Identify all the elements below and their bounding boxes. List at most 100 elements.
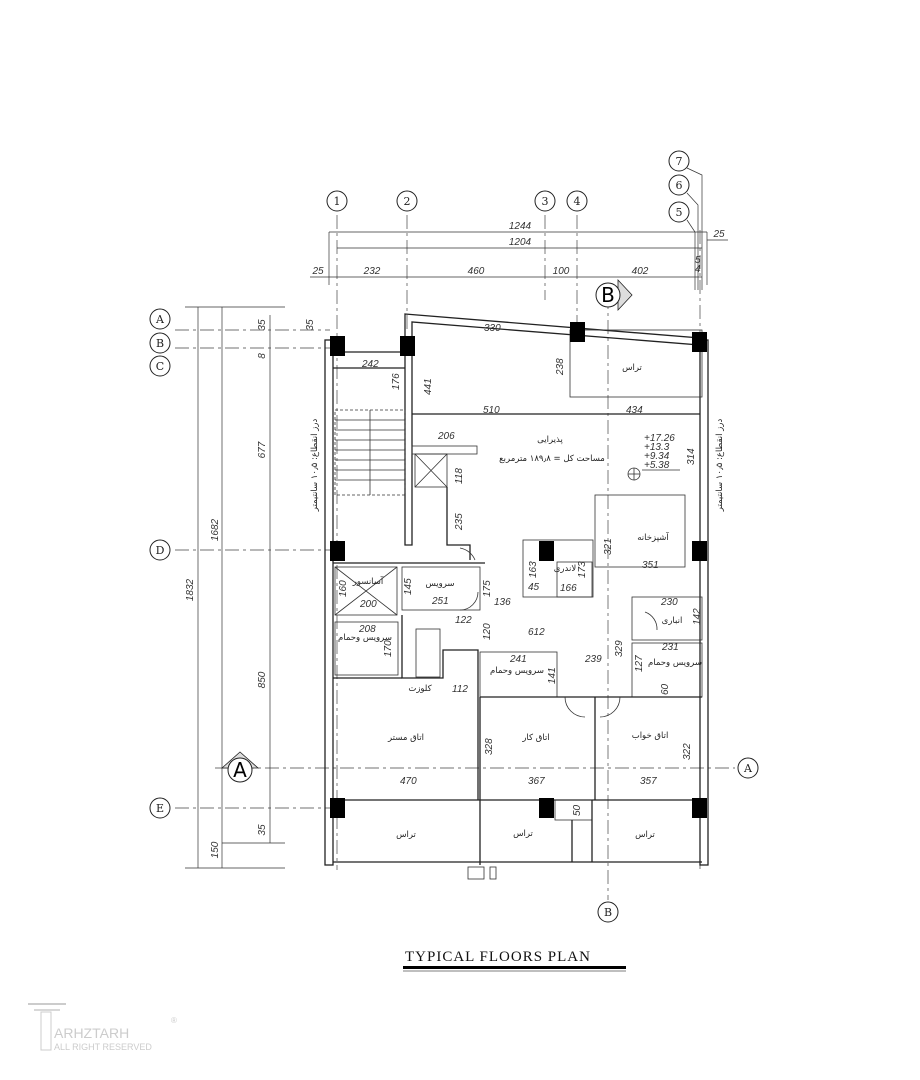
dimension-label: 441 (423, 378, 434, 395)
dimension-label: 166 (560, 583, 577, 594)
dimension-label: 1244 (509, 221, 532, 232)
section-bubble-b-bottom: B (597, 901, 619, 923)
drawing-mark (467, 866, 485, 880)
drawing-mark (414, 453, 448, 488)
left-dimensions: 1832 1682 35 8 677 850 35 150 35 (185, 306, 316, 869)
dimension-label: 25 (311, 266, 324, 277)
level-marks: +17.26 +13.3 +9.34 +5.38 (627, 433, 680, 481)
dimension-label: 1832 (185, 578, 196, 601)
dimension-label: 470 (400, 776, 417, 787)
drawing-mark (599, 696, 621, 718)
drawing-mark (668, 201, 690, 223)
drawing-mark (330, 336, 345, 356)
grid-label: 6 (676, 179, 683, 192)
grid-bubble-3: 3 (534, 190, 556, 212)
drawing-mark (595, 282, 621, 308)
dimension-label: 163 (528, 561, 539, 578)
drawing-mark (459, 547, 476, 561)
grid-bubble-7: 7 (668, 150, 690, 172)
drawing-mark (326, 190, 348, 212)
dimension-label: 321 (603, 538, 614, 555)
drawing-mark (737, 757, 759, 779)
dimension-label: 4 (695, 264, 701, 275)
drawing-mark (411, 445, 478, 455)
grid-bubble-E: E (149, 797, 171, 819)
dimension-label: +5.38 (644, 460, 670, 471)
dimension-label: ARHZTARH (54, 1025, 129, 1041)
drawing-mark (396, 190, 418, 212)
room-dimensions: 330 242 176 441 238 510 434 206 314 118 … (338, 323, 703, 816)
grid-label: B (156, 337, 164, 350)
grid-bubble-D: D (149, 539, 171, 561)
total-area: مساحت کل = ۱۸۹٫۸ مترمربع (499, 454, 605, 464)
stairs (334, 409, 406, 496)
room-labels: پذیرایی مساحت کل = ۱۸۹٫۸ مترمربع تراس آش… (338, 363, 702, 840)
dimension-label: 231 (661, 642, 679, 653)
drawing-mark (334, 621, 399, 676)
section-marker-a-left: A (220, 751, 260, 783)
drawing-mark (489, 866, 497, 880)
dimension-label: 612 (528, 627, 545, 638)
room-service-bath-3: سرویس وحمام (648, 658, 702, 668)
dimension-label: 200 (359, 599, 377, 610)
drawing-mark (227, 757, 253, 783)
drawing-mark (149, 355, 171, 377)
dimension-label: 328 (484, 738, 495, 755)
room-service-bath: سرویس وحمام (338, 633, 392, 643)
dimension-label: 235 (454, 513, 465, 531)
dimension-label: 160 (338, 580, 349, 597)
dimension-label: 173 (577, 561, 588, 578)
dimension-label: 351 (642, 560, 659, 571)
drawing-mark (149, 308, 171, 330)
grid-bubble-1: 1 (326, 190, 348, 212)
grid-bubble-2: 2 (396, 190, 418, 212)
dimension-label: 35 (257, 319, 268, 331)
grid-label: E (156, 802, 164, 815)
dimension-label: 175 (482, 580, 493, 597)
dimension-label: 330 (484, 323, 501, 334)
dimension-label: 127 (634, 655, 645, 672)
dimension-label: 145 (403, 578, 414, 595)
drawing-mark (668, 174, 690, 196)
dimension-label: 402 (632, 266, 649, 277)
dimension-label: 8 (257, 353, 268, 359)
room-kitchen: آشپزخانه (637, 531, 669, 543)
drawing-mark (459, 591, 479, 611)
dimension-label: +9.34 (644, 451, 670, 462)
drawing-mark (631, 596, 703, 641)
dimension-label: B (601, 283, 615, 307)
drawing-mark (644, 611, 658, 631)
drawing-mark (692, 541, 707, 561)
dimension-label: 850 (257, 671, 268, 688)
drawing-mark (692, 332, 707, 352)
dimension-label: 677 (257, 441, 268, 458)
dimension-label: 367 (528, 776, 545, 787)
drawing-mark (539, 798, 554, 818)
dimension-label: 122 (455, 615, 472, 626)
room-terrace-3: تراس (513, 829, 533, 839)
room-service: سرویس (425, 579, 454, 589)
drawing-mark (699, 339, 709, 866)
drawing-mark (569, 329, 703, 398)
dimension-label: A (743, 762, 753, 775)
dimension-label: 176 (391, 373, 402, 390)
structural-columns (330, 322, 707, 818)
dimension-label: 45 (528, 582, 540, 593)
dimension-label: 206 (437, 431, 455, 442)
room-elevator: آسانسور (352, 575, 384, 587)
drawing-mark (149, 332, 171, 354)
drawing-mark (334, 566, 398, 616)
dimension-label: 141 (547, 667, 558, 684)
room-terrace-2: تراس (396, 830, 416, 840)
dimension-label: 241 (509, 654, 527, 665)
dimension-label: 357 (640, 776, 657, 787)
grid-bubble-C: C (149, 355, 171, 377)
grid-label: 2 (404, 195, 411, 208)
column-grid-bubbles: 1 2 3 4 5 6 7 (326, 150, 703, 290)
drawing-mark (401, 615, 479, 800)
dimension-label: 239 (584, 654, 602, 665)
grid-label: C (156, 360, 164, 373)
dimension-label: 35 (257, 824, 268, 836)
dimension-label: A (233, 758, 247, 782)
